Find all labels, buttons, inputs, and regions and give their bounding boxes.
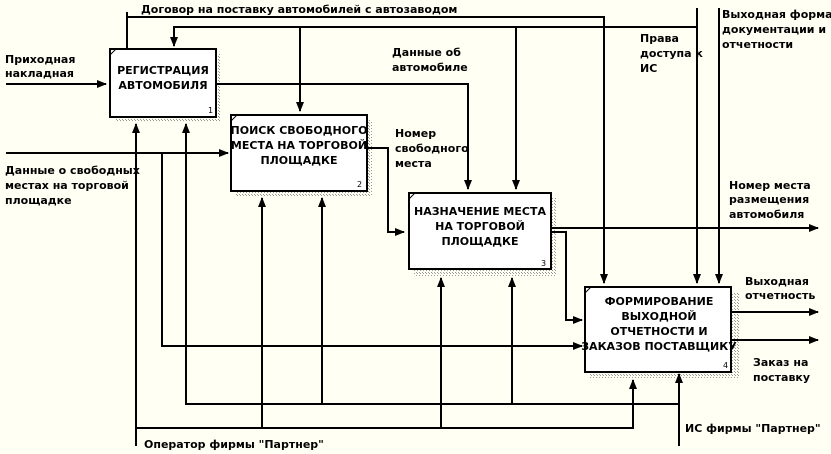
box-1-line-2: АВТОМОБИЛЯ (118, 79, 207, 92)
label-contract: Договор на поставку автомобилей с автоза… (141, 3, 457, 16)
arrow-free-place-num (366, 147, 405, 236)
label-free-place-num-1: Номер (395, 127, 436, 140)
arrow-car-data (216, 83, 472, 190)
label-free-places-1: Данные о свободных (5, 164, 140, 177)
label-supplier-order-1: Заказ на (753, 356, 808, 369)
label-access-rights-3: ИС (640, 62, 657, 75)
label-access-rights-2: доступа к (640, 47, 703, 60)
box-4-line-2: ВЫХОДНОЙ (621, 310, 696, 323)
label-is-firm: ИС фирмы "Партнер" (685, 422, 821, 435)
arrow-contract (126, 16, 608, 284)
box-2-line-3: ПЛОЩАДКЕ (260, 154, 337, 167)
label-car-data-1: Данные об (392, 46, 461, 59)
label-output-form-2: документации и (722, 23, 826, 36)
label-free-places-2: местах на торговой (5, 179, 129, 192)
label-free-place-num-2: свободного (395, 142, 469, 155)
label-supplier-order-2: поставку (753, 371, 810, 384)
box-3-number: 3 (541, 259, 546, 268)
label-place-num-3: автомобиля (729, 208, 804, 221)
label-output-form-1: Выходная форма (722, 8, 831, 21)
arrow-operator-box4 (136, 379, 637, 429)
label-invoice-1: Приходная (5, 53, 75, 66)
box-3-line-1: НАЗНАЧЕНИЕ МЕСТА (414, 205, 546, 218)
label-car-data-2: автомобиле (392, 61, 468, 74)
box-3[interactable]: НАЗНАЧЕНИЕ МЕСТА НА ТОРГОВОЙ ПЛОЩАДКЕ 3 (408, 192, 552, 270)
arrows (6, 8, 819, 446)
arrow-access-box1 (170, 26, 697, 47)
label-free-places-3: площадке (5, 194, 72, 207)
box-4-line-4: ЗАКАЗОВ ПОСТАВЩИКУ (581, 340, 737, 353)
box-4-line-3: ОТЧЕТНОСТИ И (610, 325, 707, 338)
label-place-num-2: размещения (729, 193, 809, 206)
label-place-num-1: Номер места (729, 179, 811, 192)
box-2-number: 2 (357, 180, 362, 189)
label-output-form-3: отчетности (722, 38, 793, 51)
label-invoice-2: накладная (5, 67, 74, 80)
box-3-line-2: НА ТОРГОВОЙ (435, 220, 525, 233)
box-3-line-3: ПЛОЩАДКЕ (441, 235, 518, 248)
label-access-rights-1: Права (640, 32, 679, 45)
box-2[interactable]: ПОИСК СВОБОДНОГО МЕСТА НА ТОРГОВОЙ ПЛОЩА… (230, 114, 368, 192)
box-1-number: 1 (208, 106, 213, 115)
arrow-is-box1 (182, 123, 679, 405)
box-2-line-2: МЕСТА НА ТОРГОВОЙ (231, 139, 367, 152)
box-4[interactable]: ФОРМИРОВАНИЕ ВЫХОДНОЙ ОТЧЕТНОСТИ И ЗАКАЗ… (581, 286, 737, 373)
label-output-report-2: отчетность (745, 289, 815, 302)
box-1[interactable]: РЕГИСТРАЦИЯ АВТОМОБИЛЯ 1 (109, 48, 217, 118)
label-operator: Оператор фирмы "Партнер" (144, 438, 324, 451)
label-output-report-1: Выходная (745, 275, 809, 288)
box-1-line-1: РЕГИСТРАЦИЯ (117, 64, 209, 77)
box-4-line-1: ФОРМИРОВАНИЕ (605, 295, 714, 308)
arrow-box3-to-box4 (550, 231, 583, 324)
box-2-line-1: ПОИСК СВОБОДНОГО (231, 124, 368, 137)
label-free-place-num-3: места (395, 157, 432, 170)
box-4-number: 4 (723, 361, 728, 370)
